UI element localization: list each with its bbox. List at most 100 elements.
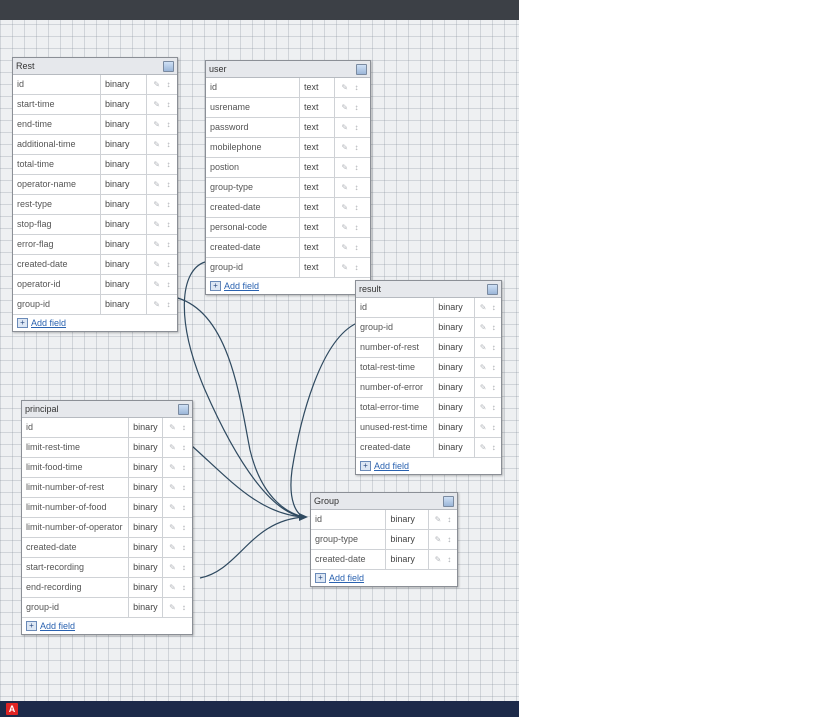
edit-pencil-icon[interactable]: ✎	[169, 603, 176, 612]
field-name[interactable]: created-date	[206, 238, 300, 257]
reorder-arrows-icon[interactable]: ↕	[181, 603, 186, 612]
field-name[interactable]: id	[356, 298, 435, 317]
field-name[interactable]: created-date	[206, 198, 300, 217]
field-name[interactable]: total-time	[13, 155, 101, 174]
field-name[interactable]: limit-number-of-operator	[22, 518, 130, 537]
field-type[interactable]: binary	[101, 235, 147, 254]
field-type[interactable]: binary	[129, 578, 164, 597]
field-type[interactable]: binary	[101, 215, 147, 234]
field-type[interactable]: binary	[434, 398, 475, 417]
field-name[interactable]: limit-number-of-food	[22, 498, 130, 517]
field-type[interactable]: text	[300, 118, 335, 137]
field-name[interactable]: id	[206, 78, 300, 97]
reorder-arrows-icon[interactable]: ↕	[166, 180, 171, 189]
reorder-arrows-icon[interactable]: ↕	[354, 83, 359, 92]
field-name[interactable]: rest-type	[13, 195, 101, 214]
field-name[interactable]: created-date	[356, 438, 435, 457]
edit-pencil-icon[interactable]: ✎	[169, 463, 176, 472]
edit-pencil-icon[interactable]: ✎	[479, 383, 487, 392]
field-name[interactable]: id	[22, 418, 130, 437]
field-name[interactable]: operator-id	[13, 275, 101, 294]
field-type[interactable]: binary	[101, 95, 147, 114]
reorder-arrows-icon[interactable]: ↕	[181, 583, 186, 592]
reorder-arrows-icon[interactable]: ↕	[166, 80, 171, 89]
reorder-arrows-icon[interactable]: ↕	[166, 140, 171, 149]
reorder-arrows-icon[interactable]: ↕	[354, 123, 359, 132]
reorder-arrows-icon[interactable]: ↕	[166, 280, 171, 289]
reorder-arrows-icon[interactable]: ↕	[354, 223, 359, 232]
field-name[interactable]: group-id	[206, 258, 300, 277]
field-name[interactable]: end-recording	[22, 578, 130, 597]
edit-pencil-icon[interactable]: ✎	[341, 243, 349, 252]
edit-pencil-icon[interactable]: ✎	[153, 260, 161, 269]
table-edit-icon[interactable]	[163, 61, 174, 72]
field-type[interactable]: binary	[434, 438, 475, 457]
field-type[interactable]: binary	[434, 358, 475, 377]
field-type[interactable]: binary	[386, 510, 429, 529]
edit-pencil-icon[interactable]: ✎	[479, 443, 487, 452]
add-field-link[interactable]: +Add field	[13, 315, 177, 331]
field-name[interactable]: created-date	[13, 255, 101, 274]
field-type[interactable]: binary	[129, 438, 164, 457]
edit-pencil-icon[interactable]: ✎	[434, 555, 442, 564]
field-name[interactable]: group-type	[311, 530, 387, 549]
reorder-arrows-icon[interactable]: ↕	[181, 423, 186, 432]
field-type[interactable]: binary	[129, 418, 164, 437]
field-name[interactable]: id	[311, 510, 387, 529]
field-type[interactable]: binary	[101, 255, 147, 274]
reorder-arrows-icon[interactable]: ↕	[491, 303, 496, 312]
reorder-arrows-icon[interactable]: ↕	[491, 443, 496, 452]
field-type[interactable]: binary	[101, 295, 147, 314]
reorder-arrows-icon[interactable]: ↕	[166, 100, 171, 109]
edit-pencil-icon[interactable]: ✎	[341, 223, 349, 232]
edit-pencil-icon[interactable]: ✎	[169, 423, 176, 432]
field-name[interactable]: start-recording	[22, 558, 130, 577]
reorder-arrows-icon[interactable]: ↕	[181, 463, 186, 472]
field-name[interactable]: mobilephone	[206, 138, 300, 157]
edit-pencil-icon[interactable]: ✎	[341, 143, 349, 152]
field-type[interactable]: text	[300, 178, 335, 197]
field-name[interactable]: number-of-rest	[356, 338, 435, 357]
edit-pencil-icon[interactable]: ✎	[341, 123, 349, 132]
field-type[interactable]: text	[300, 158, 335, 177]
reorder-arrows-icon[interactable]: ↕	[354, 203, 359, 212]
field-name[interactable]: personal-code	[206, 218, 300, 237]
field-type[interactable]: text	[300, 198, 335, 217]
field-name[interactable]: group-id	[13, 295, 101, 314]
edit-pencil-icon[interactable]: ✎	[479, 303, 487, 312]
reorder-arrows-icon[interactable]: ↕	[491, 403, 496, 412]
field-name[interactable]: unused-rest-time	[356, 418, 435, 437]
edit-pencil-icon[interactable]: ✎	[341, 263, 349, 272]
edit-pencil-icon[interactable]: ✎	[153, 120, 161, 129]
field-type[interactable]: binary	[434, 378, 475, 397]
field-name[interactable]: limit-number-of-rest	[22, 478, 130, 497]
edit-pencil-icon[interactable]: ✎	[153, 140, 161, 149]
field-type[interactable]: binary	[101, 275, 147, 294]
edit-pencil-icon[interactable]: ✎	[153, 280, 161, 289]
